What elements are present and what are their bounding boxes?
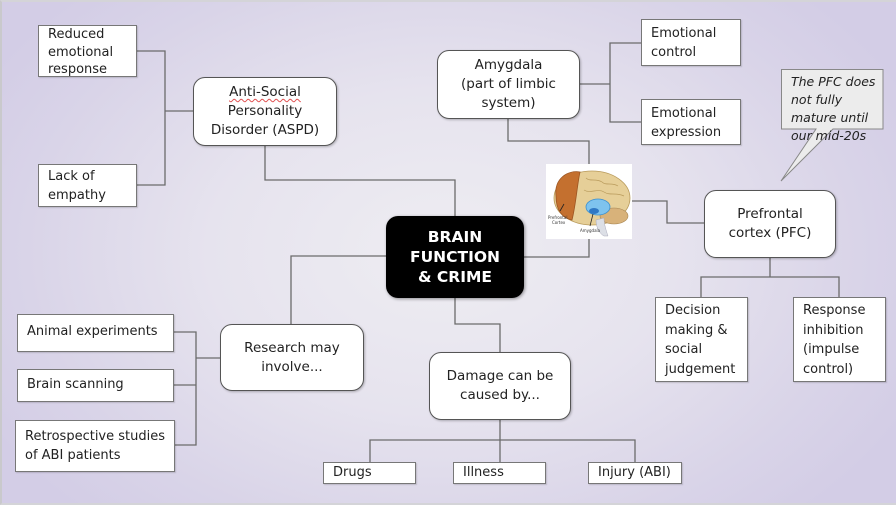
brain-label-prefrontal: Prefrontal bbox=[548, 215, 567, 220]
connector-damage-children bbox=[369, 420, 636, 462]
amygdala-child-emotional-control[interactable]: Emotional control bbox=[641, 19, 741, 66]
research-label-line: involve... bbox=[261, 358, 323, 375]
connector-center-damage bbox=[454, 298, 501, 352]
aspd-child-reduced-emotional-response[interactable]: Reduced emotional response bbox=[38, 25, 137, 77]
pfc-child-response-inhibition[interactable]: Response inhibition (impulse control) bbox=[793, 297, 886, 382]
connector-pfc-children bbox=[700, 258, 840, 298]
central-topic-line: FUNCTION bbox=[409, 248, 500, 266]
aspd-child-lack-of-empathy[interactable]: Lack of empathy bbox=[38, 164, 137, 207]
aspd-label-line: Anti-Social bbox=[229, 84, 301, 100]
connector-amygdala-children bbox=[580, 42, 642, 123]
damage-label-line: caused by... bbox=[460, 387, 540, 403]
connector-amygdala-center bbox=[507, 118, 590, 164]
aspd-node[interactable]: Anti-Social Personality Disorder (ASPD) bbox=[193, 77, 337, 146]
damage-child-drugs[interactable]: Drugs bbox=[323, 462, 416, 484]
amygdala-label-line: Amygdala bbox=[474, 57, 543, 73]
amygdala-node[interactable]: Amygdala (part of limbic system) bbox=[437, 50, 580, 119]
central-topic-line: BRAIN bbox=[427, 228, 483, 246]
brain-image: Prefrontal Cortex Amygdala bbox=[546, 164, 632, 239]
pfc-callout: The PFC does not fully mature until our … bbox=[780, 69, 884, 182]
brain-label-amygdala: Amygdala bbox=[580, 228, 601, 233]
amygdala-label-line: (part of limbic bbox=[461, 76, 556, 92]
aspd-label-line: Disorder (ASPD) bbox=[210, 122, 320, 138]
research-child-animal-experiments[interactable]: Animal experiments bbox=[17, 314, 174, 352]
pfc-callout-text: The PFC does not fully mature until our … bbox=[791, 74, 876, 143]
amygdala-label-line: system) bbox=[481, 95, 536, 111]
central-topic[interactable]: BRAIN FUNCTION & CRIME bbox=[386, 216, 524, 298]
connector-research-children bbox=[173, 331, 220, 446]
research-child-retrospective-studies[interactable]: Retrospective studies of ABI patients bbox=[15, 420, 175, 472]
amygdala-child-emotional-expression[interactable]: Emotional expression bbox=[641, 99, 741, 145]
connector-center-brain bbox=[523, 239, 590, 258]
damage-child-illness[interactable]: Illness bbox=[453, 462, 546, 484]
connector-brain-pfc bbox=[632, 200, 705, 224]
research-node[interactable]: Research may involve... bbox=[220, 324, 364, 391]
connector-aspd-center bbox=[264, 145, 456, 216]
damage-node[interactable]: Damage can be caused by... bbox=[429, 352, 571, 420]
research-label-line: Research may bbox=[244, 339, 340, 356]
connector-center-research bbox=[290, 255, 386, 324]
pfc-label-line: Prefrontal bbox=[737, 206, 803, 222]
brain-label-cortex: Cortex bbox=[552, 220, 566, 225]
pfc-node[interactable]: Prefrontal cortex (PFC) bbox=[704, 190, 836, 258]
pfc-child-decision-making[interactable]: Decision making & social judgement bbox=[655, 297, 748, 382]
damage-label-line: Damage can be bbox=[446, 368, 554, 384]
research-child-brain-scanning[interactable]: Brain scanning bbox=[17, 369, 174, 402]
connector-aspd-children bbox=[136, 50, 194, 186]
damage-child-injury[interactable]: Injury (ABI) bbox=[588, 462, 682, 484]
central-topic-line: & CRIME bbox=[417, 268, 492, 286]
aspd-label-line: Personality bbox=[227, 103, 303, 119]
pfc-label-line: cortex (PFC) bbox=[728, 225, 812, 241]
